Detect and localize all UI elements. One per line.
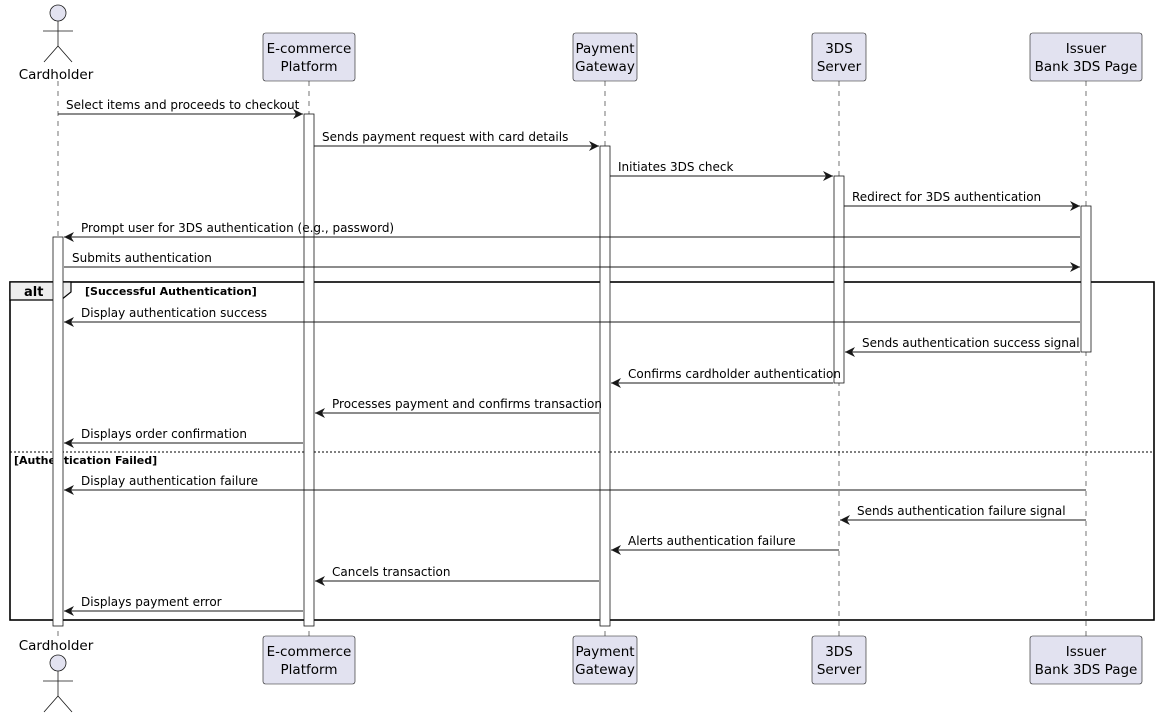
participant-box	[1029, 32, 1143, 82]
activation-ep	[303, 113, 315, 627]
participant-box	[811, 32, 867, 82]
message-2: Sends payment request with card details	[314, 130, 599, 151]
message-label: Select items and proceeds to checkout	[66, 98, 300, 112]
participant-label: Gateway	[575, 59, 635, 75]
message-label: Prompt user for 3DS authentication (e.g.…	[81, 221, 394, 235]
actor-cardholder-top: Cardholder	[19, 4, 94, 83]
activation-ch	[52, 236, 64, 627]
message-label: Processes payment and confirms transacti…	[332, 397, 602, 411]
participant-ds-bottom: 3DS Server	[811, 635, 867, 685]
participant-box	[262, 635, 356, 685]
message-9: Confirms cardholder authentication	[611, 367, 841, 388]
message-label: Confirms cardholder authentication	[628, 367, 841, 381]
message-label: Redirect for 3DS authentication	[852, 190, 1041, 204]
activation-ds	[833, 175, 845, 384]
message-10: Processes payment and confirms transacti…	[315, 397, 602, 418]
participant-label: Cardholder	[19, 67, 94, 83]
message-4: Redirect for 3DS authentication	[844, 190, 1080, 211]
actor-head	[49, 4, 67, 22]
message-label: Display authentication success	[81, 306, 267, 320]
message-1: Select items and proceeds to checkout	[58, 98, 303, 119]
message-8: Sends authentication success signal	[845, 336, 1080, 357]
message-13: Sends authentication failure signal	[840, 504, 1086, 525]
message-label: Displays payment error	[81, 595, 222, 609]
participant-box	[811, 635, 867, 685]
actor-cardholder-bottom: Cardholder	[19, 638, 94, 713]
message-7: Display authentication success	[64, 306, 1080, 327]
participant-box	[262, 32, 356, 82]
message-label: Displays order confirmation	[81, 427, 247, 441]
participant-label: Gateway	[575, 662, 635, 678]
message-14: Alerts authentication failure	[611, 534, 839, 555]
message-label: Sends payment request with card details	[322, 130, 568, 144]
activation-pg	[599, 145, 611, 627]
actor-head	[49, 654, 67, 672]
alt-guard-success: [Successful Authentication]	[85, 285, 257, 298]
participant-label: Server	[817, 59, 862, 75]
participant-label: Platform	[281, 59, 338, 75]
participant-label: Platform	[281, 662, 338, 678]
participant-label: Payment	[575, 41, 634, 57]
participant-label: 3DS	[825, 644, 853, 660]
message-6: Submits authentication	[64, 251, 1080, 272]
participant-label: Bank 3DS Page	[1035, 662, 1138, 678]
message-label: Sends authentication success signal	[862, 336, 1080, 350]
participant-ds-top: 3DS Server	[811, 32, 867, 82]
participant-label: E-commerce	[267, 644, 352, 660]
message-12: Display authentication failure	[64, 474, 1086, 495]
participant-box	[572, 32, 638, 82]
participant-label: Issuer	[1066, 644, 1107, 660]
message-5: Prompt user for 3DS authentication (e.g.…	[64, 221, 1080, 242]
message-15: Cancels transaction	[315, 565, 599, 586]
message-16: Displays payment error	[64, 595, 303, 616]
message-label: Alerts authentication failure	[628, 534, 796, 548]
participant-label: Bank 3DS Page	[1035, 59, 1138, 75]
alt-guard-failed: [Authentication Failed]	[14, 454, 157, 467]
participant-box	[1029, 635, 1143, 685]
alt-frame	[9, 281, 1155, 621]
message-label: Display authentication failure	[81, 474, 258, 488]
participant-label: Issuer	[1066, 41, 1107, 57]
participant-box	[572, 635, 638, 685]
message-label: Submits authentication	[72, 251, 212, 265]
message-label: Sends authentication failure signal	[857, 504, 1066, 518]
participant-label: Cardholder	[19, 638, 94, 654]
message-11: Displays order confirmation	[64, 427, 303, 448]
participant-label: E-commerce	[267, 41, 352, 57]
participant-label: Server	[817, 662, 862, 678]
message-3: Initiates 3DS check	[610, 160, 833, 181]
activation-ib	[1080, 205, 1092, 353]
participant-label: 3DS	[825, 41, 853, 57]
alt-label: alt	[24, 285, 43, 300]
message-label: Initiates 3DS check	[618, 160, 734, 174]
participant-label: Payment	[575, 644, 634, 660]
message-label: Cancels transaction	[332, 565, 451, 579]
